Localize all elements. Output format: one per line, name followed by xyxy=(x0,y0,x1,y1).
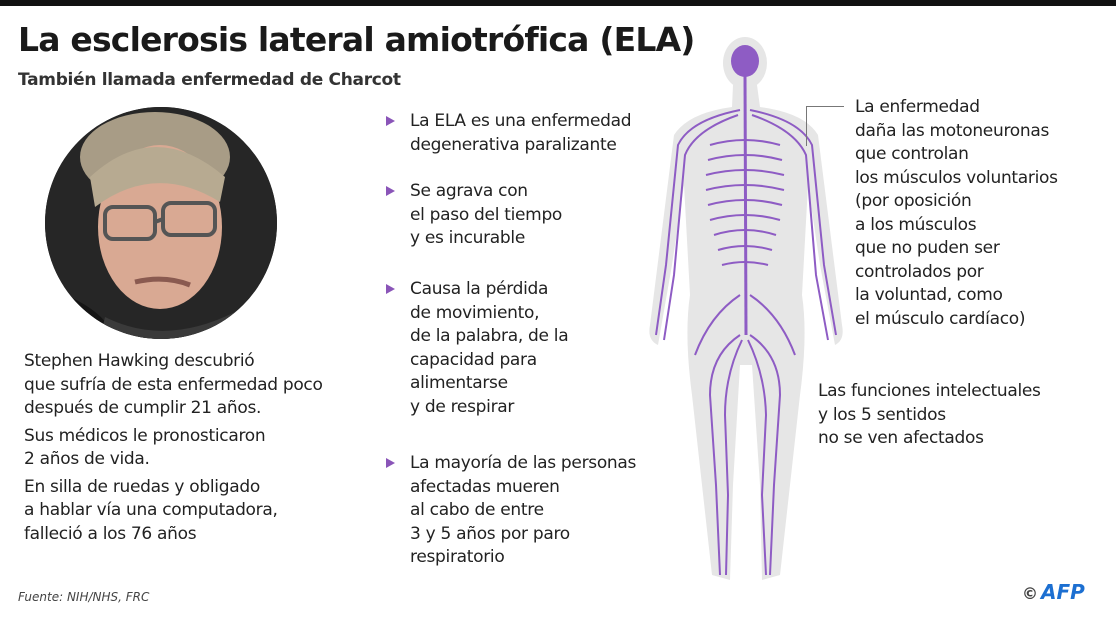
hawking-paragraph-1: Stephen Hawking descubrió que sufría de … xyxy=(24,351,323,418)
pointer-line xyxy=(806,106,844,107)
afp-logo: AFP xyxy=(1041,580,1085,604)
arrow-icon xyxy=(386,186,395,196)
bullet-text: Se agrava con el paso del tiempo y es in… xyxy=(410,181,563,248)
page-subtitle: También llamada enfermedad de Charcot xyxy=(18,70,401,90)
nerves xyxy=(655,45,837,576)
intellect-note: Las funciones intelectuales y los 5 sent… xyxy=(818,381,1041,448)
copyright-icon: © xyxy=(1022,584,1038,603)
bullet-text: La ELA es una enfermedad degenerativa pa… xyxy=(410,111,632,155)
top-bar xyxy=(0,0,1116,6)
arrow-icon xyxy=(386,116,395,126)
hawking-text: Stephen Hawking descubrió que sufría de … xyxy=(24,350,323,546)
hawking-paragraph-3: En silla de ruedas y obligado a hablar v… xyxy=(24,476,278,544)
bullet-text: La mayoría de las personas afectadas mue… xyxy=(410,453,637,567)
afp-credit: ©AFP xyxy=(1022,580,1085,604)
pointer-line-vertical xyxy=(806,106,807,146)
source-text: Fuente: NIH/NHS, FRC xyxy=(18,590,150,604)
bullet-text: Causa la pérdida de movimiento, de la pa… xyxy=(410,279,569,417)
arrow-icon xyxy=(386,284,395,294)
hawking-portrait xyxy=(45,107,277,339)
page-title: La esclerosis lateral amiotrófica (ELA) xyxy=(18,20,695,59)
motoneuron-note: La enfermedad daña las motoneuronas que … xyxy=(855,97,1058,329)
nervous-system-figure xyxy=(649,37,843,580)
hawking-paragraph-2: Sus médicos le pronosticaron 2 años de v… xyxy=(24,425,266,470)
arrow-icon xyxy=(386,458,395,468)
